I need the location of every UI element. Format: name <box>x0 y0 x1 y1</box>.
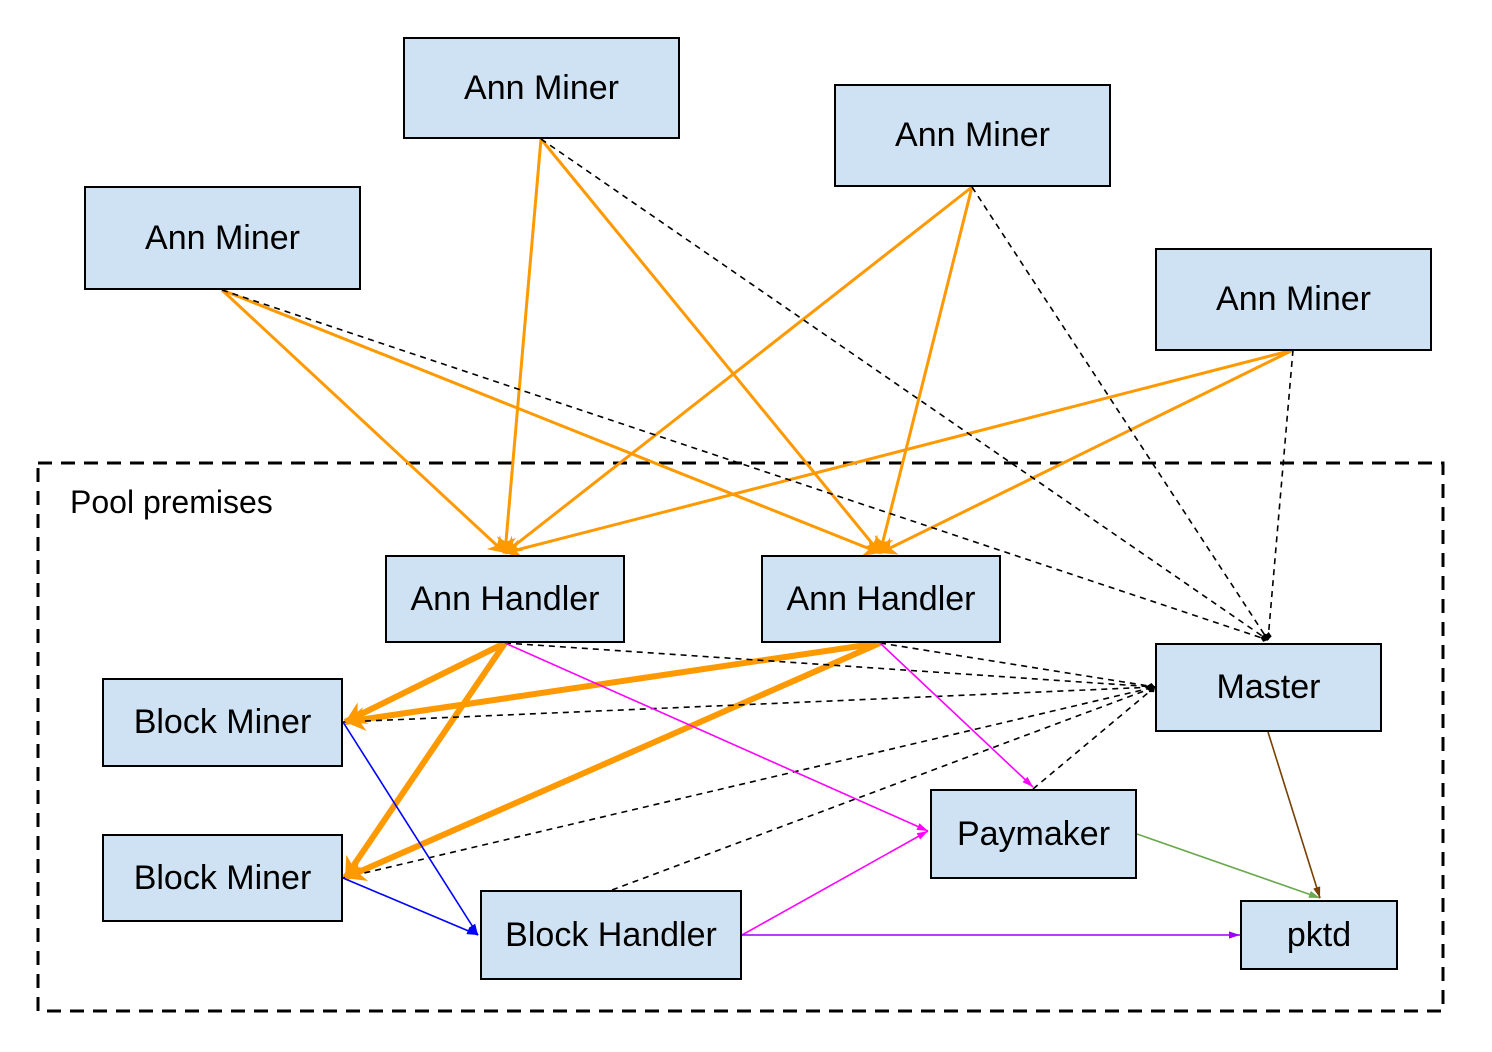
ann-miner-node-4[interactable]: Ann Miner <box>1155 248 1432 351</box>
arrowhead-block-handler-to-pktd <box>1229 931 1240 939</box>
edges-layer <box>220 138 1321 939</box>
ann-miner-node-1[interactable]: Ann Miner <box>84 186 361 290</box>
edge-ann-handler-2-to-block-miner-2 <box>343 640 882 881</box>
arrowhead-master-to-pktd <box>1313 886 1321 898</box>
ann-miner-node-2[interactable]: Ann Miner <box>403 37 680 139</box>
block-miner-node-1[interactable]: Block Miner <box>102 678 343 767</box>
edge-paymaker-to-master <box>1032 686 1156 790</box>
edge-ann-miner-4-to-master <box>1267 349 1294 641</box>
ann-handler-node-1[interactable]: Ann Handler <box>385 555 625 643</box>
edge-ann-handler-1-to-block-miner-1 <box>343 640 507 725</box>
arrowhead-ann-miner-4-to-master <box>1264 632 1272 640</box>
edge-ann-miner-3-to-ann-handler-1 <box>504 185 973 555</box>
master-node[interactable]: Master <box>1155 643 1382 732</box>
pool-premises-boundary <box>36 461 1445 1013</box>
block-miner-node-2[interactable]: Block Miner <box>102 834 343 922</box>
arrowhead-ann-miner-4-to-ann-handler-2 <box>880 537 899 555</box>
paymaker-node[interactable]: Paymaker <box>930 789 1137 879</box>
edge-block-miner-2-to-block-handler <box>342 877 479 936</box>
edge-master-to-pktd <box>1267 731 1321 899</box>
edge-block-handler-to-master <box>611 686 1156 891</box>
pktd-node[interactable]: pktd <box>1240 900 1398 970</box>
edge-ann-miner-2-to-ann-handler-2 <box>539 138 882 554</box>
arrowhead-ann-miner-2-to-ann-handler-2 <box>862 534 880 553</box>
edge-ann-miner-3-to-master <box>971 186 1269 641</box>
ann-handler-node-2[interactable]: Ann Handler <box>761 555 1001 643</box>
edge-ann-miner-1-to-ann-handler-2 <box>221 288 881 555</box>
edge-paymaker-to-pktd <box>1136 833 1321 899</box>
edge-ann-miner-1-to-ann-handler-1 <box>220 288 507 555</box>
arrowhead-ann-miner-3-to-ann-handler-2 <box>874 535 894 553</box>
edge-block-miner-1-to-master <box>342 686 1156 723</box>
arrowhead-paymaker-to-pktd <box>1308 890 1320 898</box>
edge-ann-handler-2-to-paymaker <box>879 642 1034 788</box>
edge-ann-handler-1-to-paymaker <box>504 642 929 832</box>
arrowhead-ann-handler-2-to-block-miner-1 <box>345 707 367 731</box>
edge-ann-miner-4-to-ann-handler-1 <box>504 348 1294 555</box>
arrowhead-block-handler-to-paymaker <box>916 831 928 840</box>
pool-premises-label: Pool premises <box>70 484 273 520</box>
edge-ann-handler-1-to-master <box>504 642 1156 688</box>
edge-block-miner-2-to-master <box>342 686 1156 879</box>
arrowhead-ann-handler-1-to-paymaker <box>916 823 928 831</box>
edge-block-handler-to-paymaker <box>741 830 929 936</box>
arrowhead-block-miner-1-to-block-handler <box>469 923 478 935</box>
edge-ann-miner-2-to-ann-handler-1 <box>503 138 543 554</box>
edge-block-miner-1-to-block-handler <box>342 721 479 936</box>
arrowhead-ann-handler-2-to-paymaker <box>1022 776 1033 787</box>
arrowhead-block-miner-2-to-block-handler <box>466 927 478 935</box>
ann-miner-node-3[interactable]: Ann Miner <box>834 84 1111 187</box>
edge-ann-handler-2-to-block-miner-1 <box>344 640 881 725</box>
edge-ann-miner-3-to-ann-handler-2 <box>878 186 974 554</box>
edge-ann-miner-4-to-ann-handler-2 <box>879 348 1294 555</box>
edge-ann-handler-1-to-block-miner-2 <box>342 641 508 880</box>
edge-ann-miner-2-to-master <box>540 138 1269 641</box>
block-handler-node[interactable]: Block Handler <box>480 890 742 980</box>
arrowhead-block-handler-to-master <box>1147 685 1155 692</box>
edge-ann-handler-2-to-master <box>879 642 1156 688</box>
arrowhead-ann-handler-2-to-block-miner-2 <box>345 858 369 881</box>
edge-ann-miner-1-to-master <box>221 289 1269 641</box>
arrowhead-ann-miner-4-to-ann-handler-1 <box>505 539 523 559</box>
